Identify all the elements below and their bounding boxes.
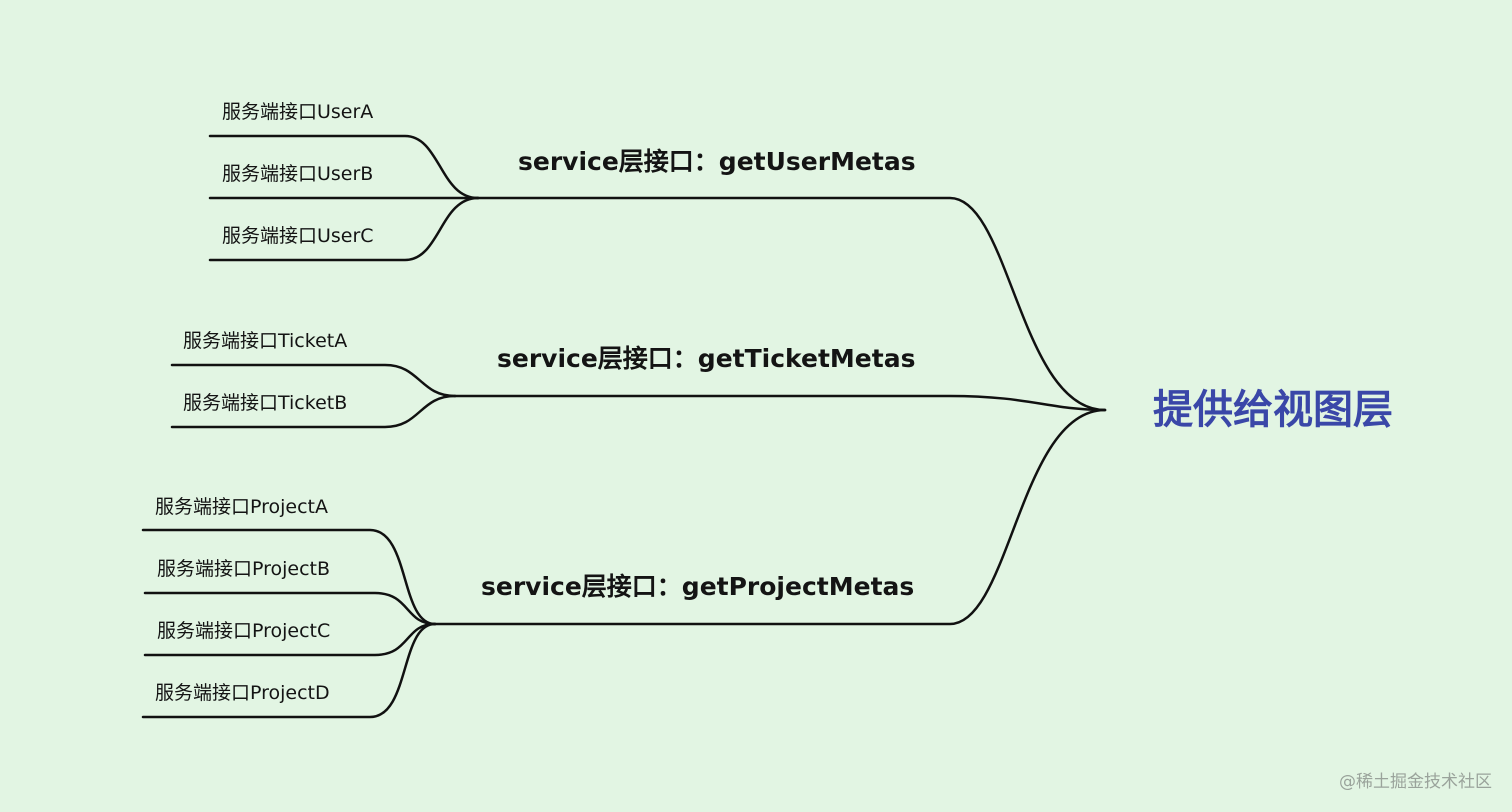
- connector-ticket-a: [170, 363, 457, 398]
- watermark: @稀土掘金技术社区: [1339, 772, 1492, 792]
- connector-root-ticket: [453, 394, 1107, 412]
- branch-ticket-label: service层接口：getTicketMetas: [497, 344, 916, 373]
- connector-project-b: [143, 591, 437, 626]
- branch-project-label: service层接口：getProjectMetas: [481, 572, 915, 601]
- leaf-ticket-b: 服务端接口TicketB: [183, 392, 348, 414]
- leaf-user-b: 服务端接口UserB: [222, 163, 374, 185]
- leaf-ticket-a: 服务端接口TicketA: [183, 330, 348, 352]
- connector-user-c: [208, 196, 480, 262]
- connector-root-project: [433, 408, 1107, 626]
- connector-ticket-b: [170, 394, 457, 429]
- root-node: 提供给视图层: [1153, 387, 1393, 433]
- connector-user-a: [208, 134, 480, 200]
- leaf-project-d: 服务端接口ProjectD: [155, 682, 330, 704]
- connector-project-a: [141, 528, 437, 626]
- leaf-user-c: 服务端接口UserC: [222, 225, 374, 247]
- leaf-project-c: 服务端接口ProjectC: [157, 620, 331, 642]
- leaf-project-b: 服务端接口ProjectB: [157, 558, 331, 580]
- leaf-user-a: 服务端接口UserA: [222, 101, 374, 123]
- connector-root-user: [476, 196, 1107, 412]
- leaf-project-a: 服务端接口ProjectA: [155, 496, 329, 518]
- branch-user-label: service层接口：getUserMetas: [518, 147, 916, 176]
- connector-project-d: [141, 622, 437, 719]
